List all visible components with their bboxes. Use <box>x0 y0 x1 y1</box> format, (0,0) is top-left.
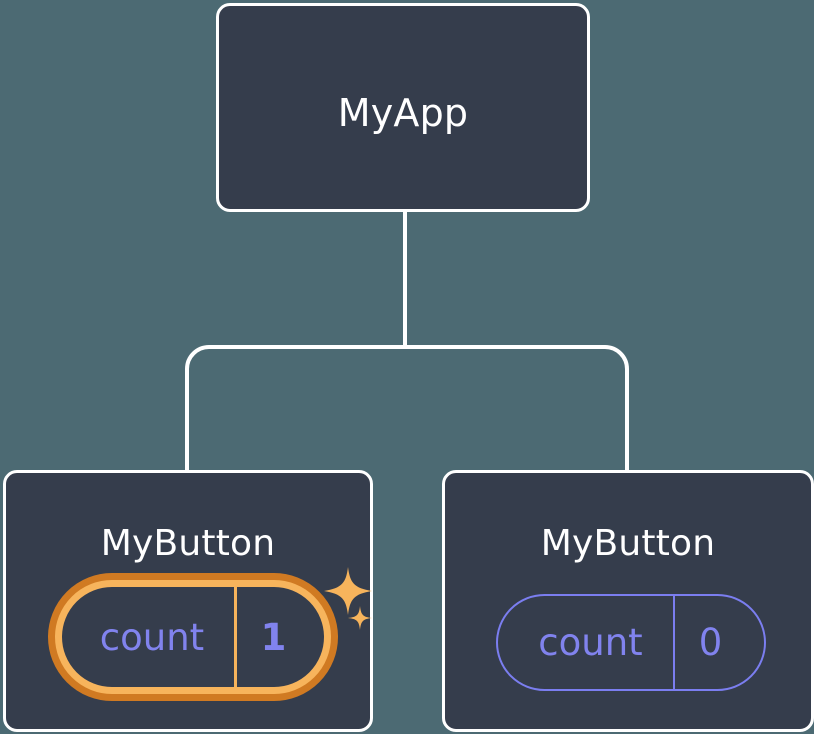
node-mybutton-left[interactable]: MyButton count 1 <box>3 470 373 732</box>
state-pill-value-right: 0 <box>698 621 723 664</box>
sparkle-small-icon <box>348 606 372 630</box>
connector-bus-left <box>185 345 405 470</box>
state-pill-count-left[interactable]: count 1 <box>48 573 338 701</box>
state-pill-key-right: count <box>538 621 643 664</box>
state-pill-divider-left <box>234 587 237 687</box>
state-pill-value-left: 1 <box>260 615 287 659</box>
node-myapp-title: MyApp <box>337 91 469 135</box>
node-myapp[interactable]: MyApp <box>216 3 590 212</box>
state-pill-key-left: count <box>99 615 205 659</box>
node-mybutton-left-title: MyButton <box>100 523 276 564</box>
state-pill-inner: count 1 <box>55 580 331 694</box>
connector-bus-right <box>405 345 629 470</box>
state-pill-count-right[interactable]: count 0 <box>496 594 766 691</box>
node-mybutton-right[interactable]: MyButton count 0 <box>442 470 814 732</box>
node-mybutton-right-title: MyButton <box>540 523 716 564</box>
state-pill-divider-right <box>673 596 675 689</box>
